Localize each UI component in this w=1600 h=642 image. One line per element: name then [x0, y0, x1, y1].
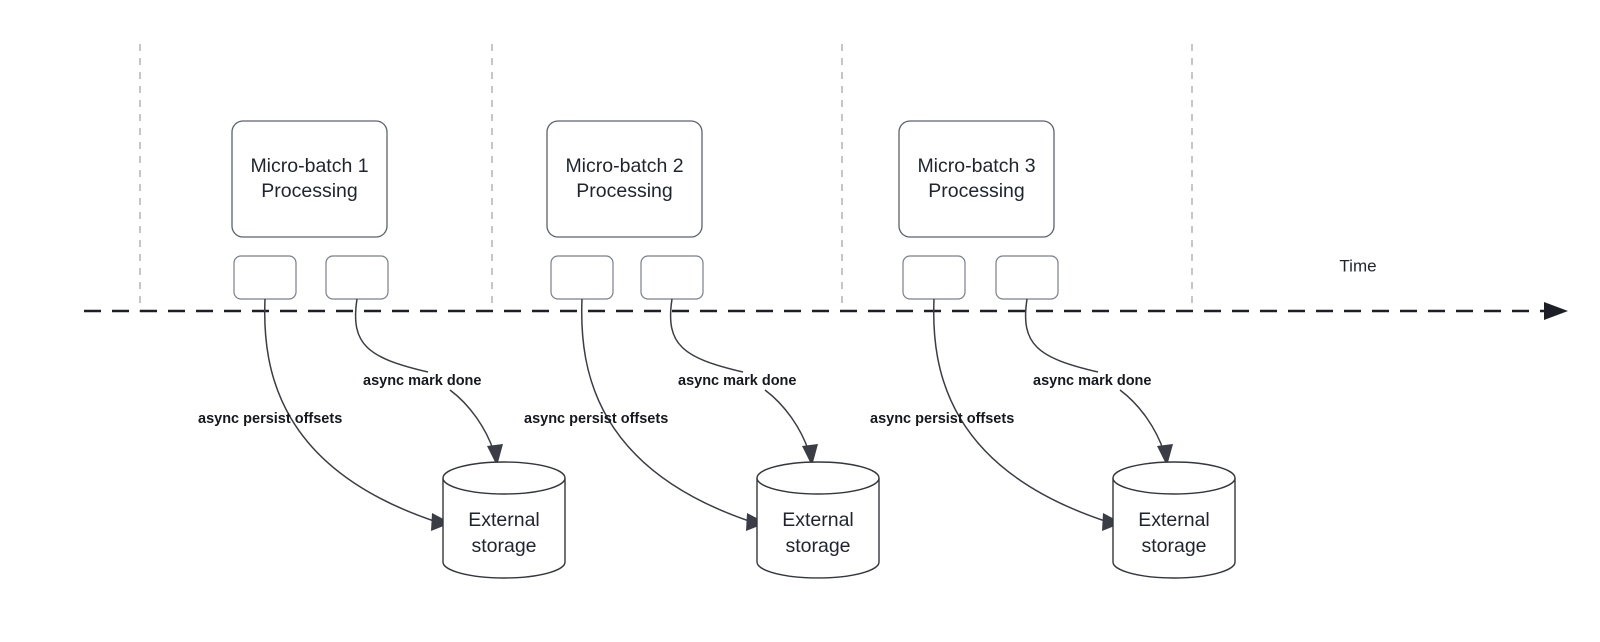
external-storage-2-top [756, 461, 880, 495]
external-storage-3[interactable]: External storage [1112, 461, 1236, 579]
micro-batch-3-task-box-b[interactable] [995, 255, 1059, 300]
micro-batch-2-box[interactable]: Micro-batch 2 Processing [546, 120, 703, 238]
micro-batch-3-label-line2: Processing [928, 180, 1024, 202]
external-storage-2[interactable]: External storage [756, 461, 880, 579]
micro-batch-2-task-box-b[interactable] [640, 255, 704, 300]
micro-batch-2-rect[interactable] [546, 120, 703, 238]
group-1: Micro-batch 1 Processing async persist o… [198, 120, 566, 579]
async-persist-offsets-arrowhead-1 [431, 513, 451, 531]
async-mark-done-edge-1 [354, 298, 495, 453]
async-mark-done-arrowhead-3 [1157, 444, 1173, 466]
external-storage-1-label-line1: External [468, 509, 540, 531]
micro-batch-2-label-line2: Processing [576, 180, 672, 202]
external-storage-2-label-line2: storage [785, 535, 850, 557]
async-persist-offsets-label-2: async persist offsets [524, 411, 668, 427]
async-mark-done-arrowhead-2 [802, 444, 818, 466]
micro-batch-2-label-line1: Micro-batch 2 [565, 155, 683, 177]
external-storage-2-label-line1: External [782, 509, 854, 531]
micro-batch-1-label-line1: Micro-batch 1 [250, 155, 368, 177]
async-persist-offsets-edge-1 [263, 298, 438, 523]
external-storage-1[interactable]: External storage [442, 461, 566, 579]
micro-batch-2-task-box-a[interactable] [550, 255, 614, 300]
time-axis-arrowhead [1544, 302, 1568, 320]
micro-batch-3-box[interactable]: Micro-batch 3 Processing [898, 120, 1055, 238]
micro-batch-1-label-line2: Processing [261, 180, 357, 202]
async-persist-offsets-edge-2 [580, 298, 753, 523]
async-mark-done-label-2: async mark done [678, 373, 796, 389]
lane-divider-group [139, 44, 1193, 312]
async-persist-offsets-arrowhead-2 [746, 513, 766, 531]
micro-batch-1-box[interactable]: Micro-batch 1 Processing [231, 120, 388, 238]
time-axis: Time [84, 256, 1568, 320]
async-persist-offsets-edge-3 [932, 298, 1109, 523]
async-mark-done-arrowhead-1 [487, 444, 503, 466]
micro-batch-1-task-box-b[interactable] [325, 255, 389, 300]
external-storage-1-body[interactable] [442, 478, 566, 579]
group-3: Micro-batch 3 Processing async persist o… [870, 120, 1236, 579]
group-2: Micro-batch 2 Processing async persist o… [524, 120, 880, 579]
external-storage-1-label-line2: storage [471, 535, 536, 557]
async-persist-offsets-arrowhead-3 [1102, 513, 1122, 531]
micro-batch-3-rect[interactable] [898, 120, 1055, 238]
external-storage-1-top [442, 461, 566, 495]
async-mark-done-edge-3 [1024, 298, 1165, 453]
micro-batch-3-task-box-a[interactable] [902, 255, 966, 300]
external-storage-3-body[interactable] [1112, 478, 1236, 579]
async-mark-done-label-3: async mark done [1033, 373, 1151, 389]
external-storage-3-label-line1: External [1138, 509, 1210, 531]
external-storage-3-label-line2: storage [1141, 535, 1206, 557]
time-axis-label: Time [1339, 256, 1376, 275]
async-mark-done-label-1: async mark done [363, 373, 481, 389]
async-persist-offsets-label-1: async persist offsets [198, 411, 342, 427]
micro-batch-1-task-box-a[interactable] [233, 255, 297, 300]
micro-batch-3-label-line1: Micro-batch 3 [917, 155, 1035, 177]
async-mark-done-edge-2 [669, 298, 810, 453]
async-persist-offsets-label-3: async persist offsets [870, 411, 1014, 427]
external-storage-3-top [1112, 461, 1236, 495]
micro-batch-1-rect[interactable] [231, 120, 388, 238]
external-storage-2-body[interactable] [756, 478, 880, 579]
